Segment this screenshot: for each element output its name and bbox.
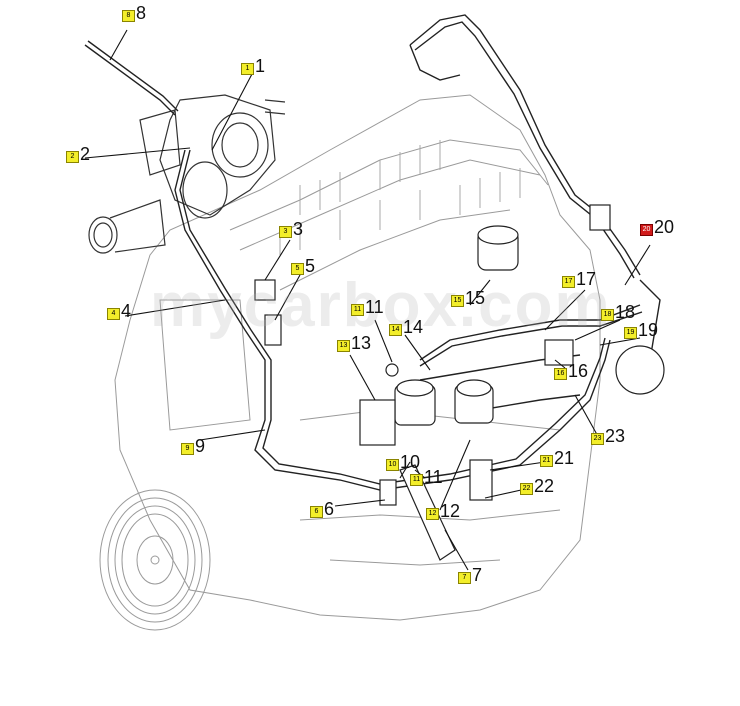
callout-7[interactable]: 7 7 — [458, 566, 482, 584]
callout-16[interactable]: 16 16 — [554, 362, 588, 380]
callout-badge: 1 — [241, 63, 254, 75]
callout-badge: 12 — [426, 508, 439, 520]
callout-badge: 8 — [122, 10, 135, 22]
callout-21[interactable]: 21 21 — [540, 449, 574, 467]
callout-badge: 11 — [351, 304, 364, 316]
callout-badge: 10 — [386, 459, 399, 471]
callout-number: 17 — [576, 269, 597, 289]
callout-badge: 13 — [337, 340, 350, 352]
callout-number: 18 — [615, 302, 636, 322]
callout-10[interactable]: 10 10 — [386, 453, 420, 471]
callout-11[interactable]: 11 11 — [351, 298, 384, 316]
callout-badge: 11 — [410, 474, 423, 486]
callout-number: 22 — [534, 476, 555, 496]
callout-number: 13 — [351, 333, 372, 353]
callout-badge: 18 — [601, 309, 614, 321]
callout-badge: 20 — [640, 224, 653, 236]
callout-number: 9 — [195, 436, 206, 456]
callout-number: 1 — [255, 56, 266, 76]
callout-19[interactable]: 19 19 — [624, 321, 658, 339]
callout-number: 23 — [605, 426, 626, 446]
callout-23[interactable]: 23 23 — [591, 427, 625, 445]
callout-20[interactable]: 20 20 — [640, 218, 674, 236]
callout-badge: 19 — [624, 327, 637, 339]
callout-number: 10 — [400, 452, 421, 472]
callout-number: 3 — [293, 219, 304, 239]
callout-badge: 21 — [540, 455, 553, 467]
callout-14[interactable]: 14 14 — [389, 318, 423, 336]
callout-number: 16 — [568, 361, 589, 381]
callout-number: 5 — [305, 256, 316, 276]
valve-assembly — [254, 204, 665, 561]
callout-number: 20 — [654, 217, 675, 237]
callout-13[interactable]: 13 13 — [337, 334, 371, 352]
callout-badge: 9 — [181, 443, 194, 455]
callout-6[interactable]: 6 6 — [310, 500, 334, 518]
callout-number: 8 — [136, 3, 147, 23]
callout-12[interactable]: 12 12 — [426, 502, 460, 520]
callout-badge: 14 — [389, 324, 402, 336]
callout-15[interactable]: 15 15 — [451, 289, 485, 307]
callout-3[interactable]: 3 3 — [279, 220, 303, 238]
crank-pulley — [99, 489, 211, 631]
callout-badge: 6 — [310, 506, 323, 518]
callout-badge: 23 — [591, 433, 604, 445]
callout-9[interactable]: 9 9 — [181, 437, 205, 455]
engine-block — [114, 94, 601, 621]
callout-badge: 22 — [520, 483, 533, 495]
callout-1[interactable]: 1 1 — [241, 57, 265, 75]
callout-number: 4 — [121, 301, 132, 321]
callout-badge: 17 — [562, 276, 575, 288]
callout-number: 14 — [403, 317, 424, 337]
callout-17[interactable]: 17 17 — [562, 270, 596, 288]
leader-lines — [84, 29, 651, 571]
callout-number: 2 — [80, 144, 91, 164]
callout-number: 21 — [554, 448, 575, 468]
callout-number: 6 — [324, 499, 335, 519]
callout-number: 12 — [440, 501, 461, 521]
callout-badge: 5 — [291, 263, 304, 275]
callout-22[interactable]: 22 22 — [520, 477, 554, 495]
callout-18[interactable]: 18 18 — [601, 303, 635, 321]
callout-number: 15 — [465, 288, 486, 308]
callout-badge: 16 — [554, 368, 567, 380]
turbocharger — [88, 94, 286, 254]
callout-number: 19 — [638, 320, 659, 340]
callout-11-lower[interactable]: 11 11 — [410, 468, 443, 486]
callout-5[interactable]: 5 5 — [291, 257, 315, 275]
callout-badge: 15 — [451, 295, 464, 307]
callout-badge: 3 — [279, 226, 292, 238]
pipes — [84, 14, 661, 491]
callout-8[interactable]: 8 8 — [122, 4, 146, 22]
callout-badge: 2 — [66, 151, 79, 163]
callout-2[interactable]: 2 2 — [66, 145, 90, 163]
callout-number: 11 — [424, 467, 443, 487]
callout-badge: 7 — [458, 572, 471, 584]
callout-number: 11 — [365, 297, 384, 317]
callout-4[interactable]: 4 4 — [107, 302, 131, 320]
callout-number: 7 — [472, 565, 483, 585]
callout-badge: 4 — [107, 308, 120, 320]
